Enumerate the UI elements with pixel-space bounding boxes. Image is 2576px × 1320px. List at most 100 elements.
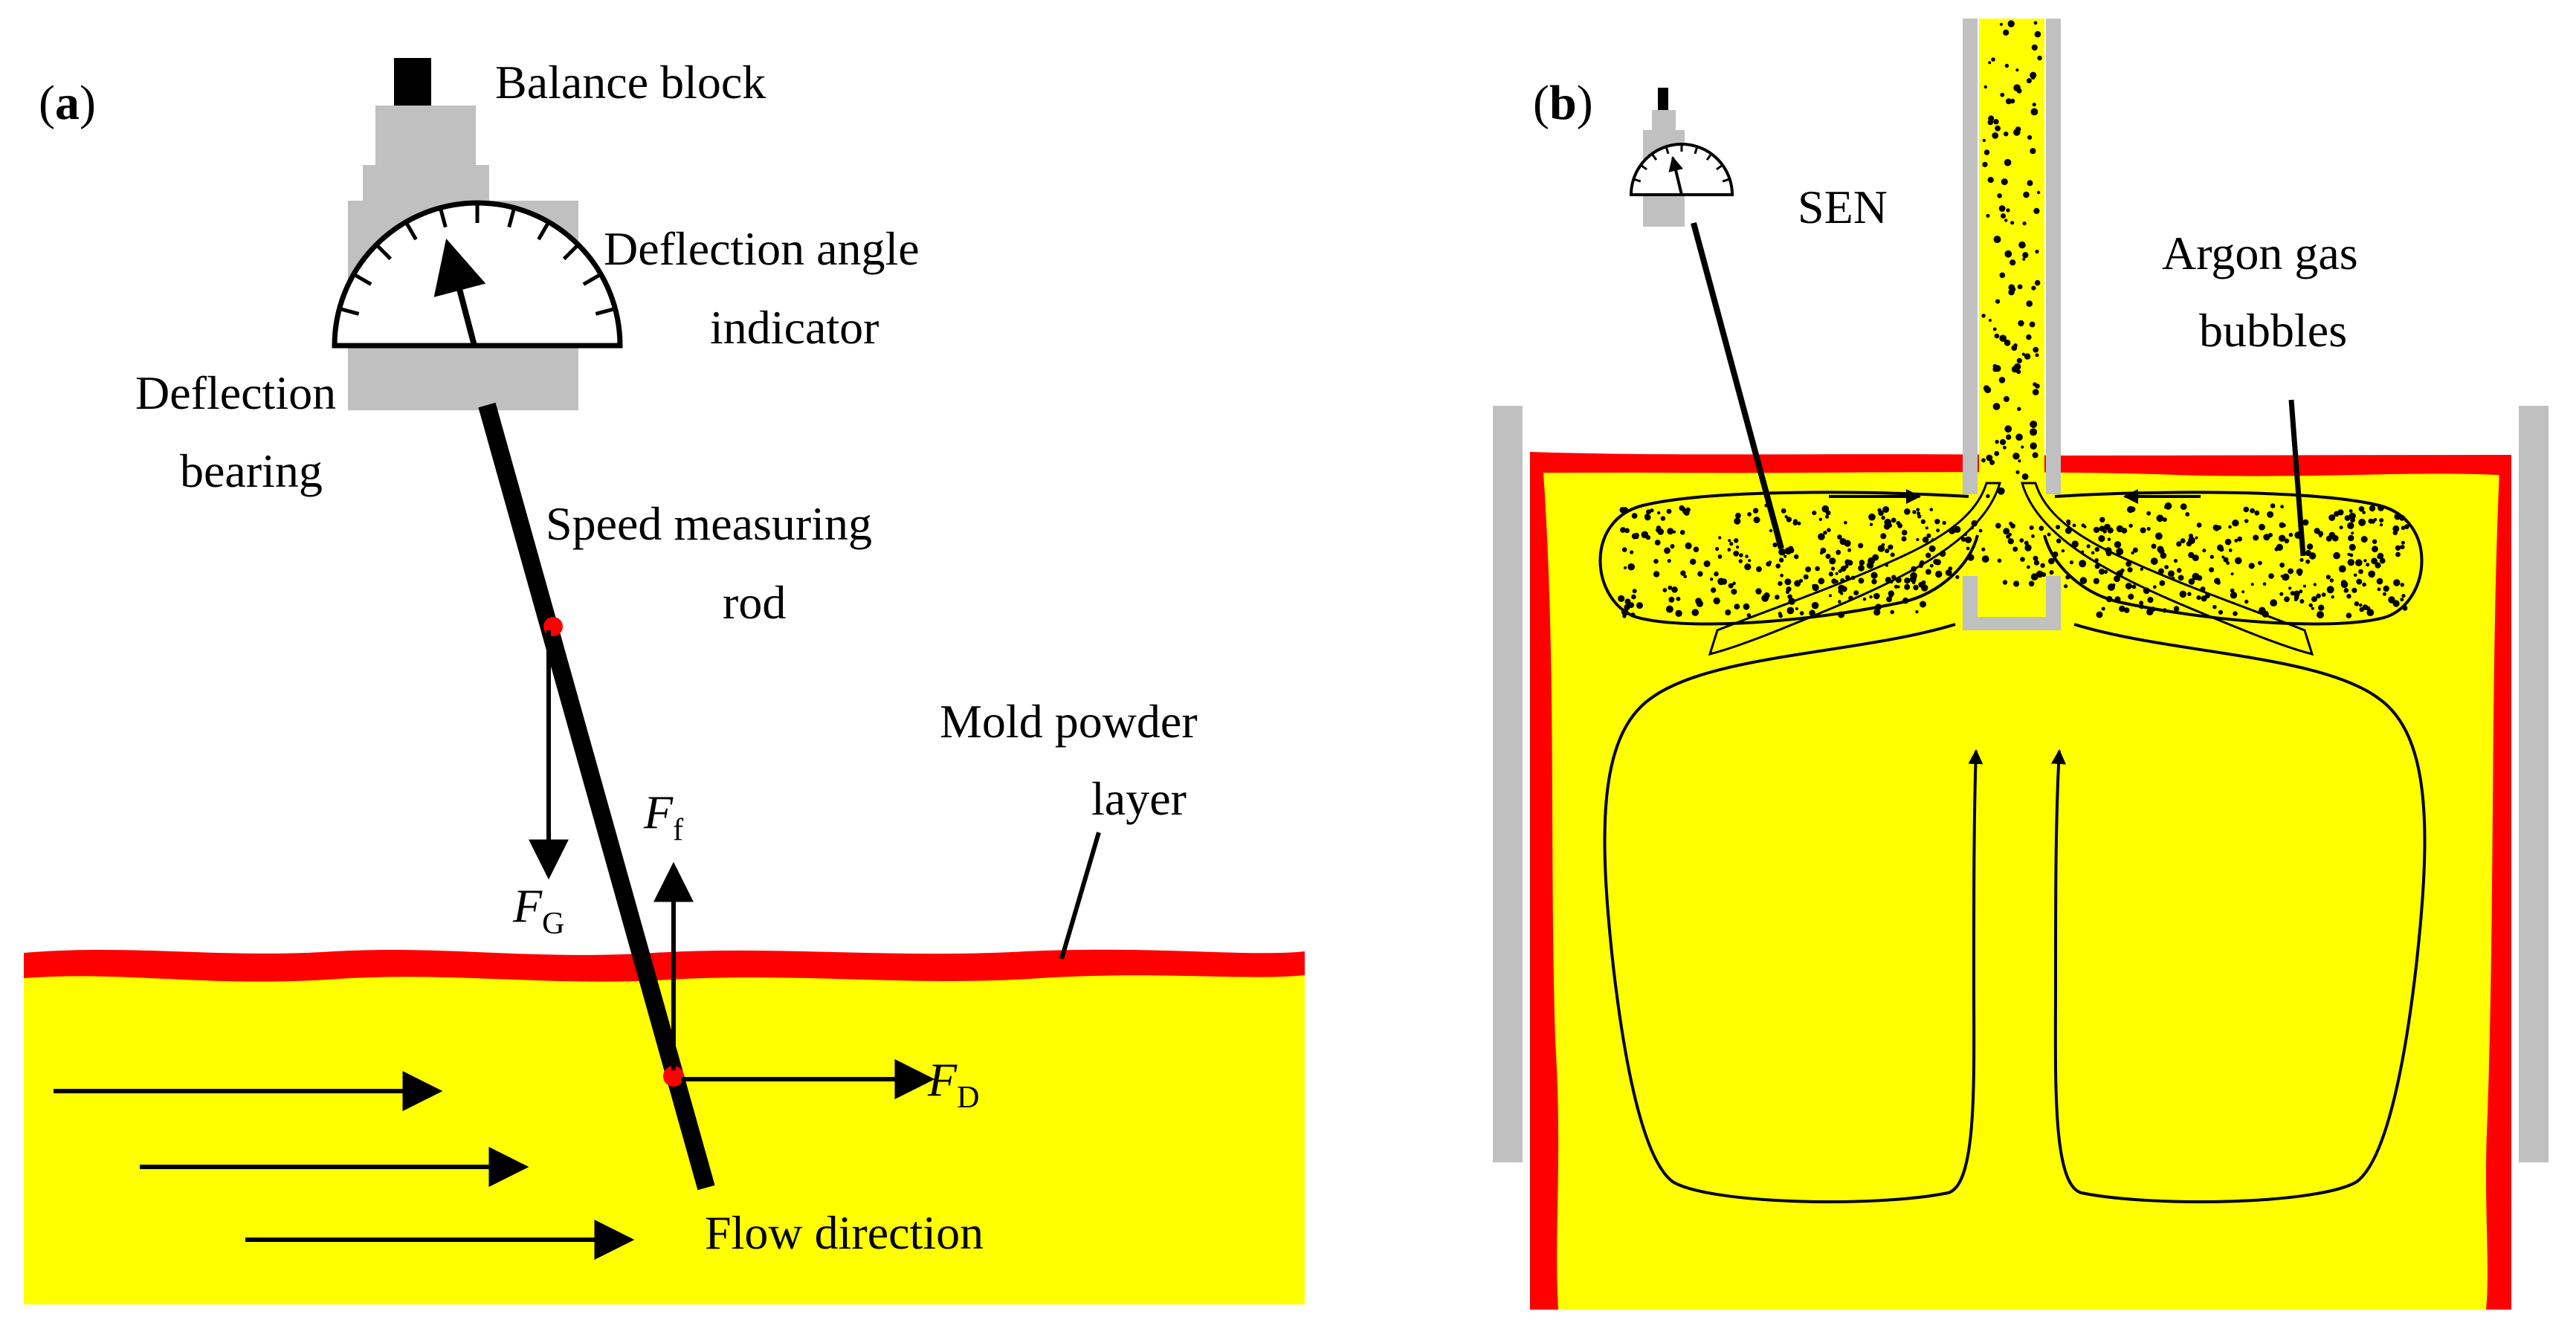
bubble-dot [2288, 586, 2292, 590]
bubble-dot [1733, 550, 1740, 557]
bubble-dot [1955, 575, 1960, 580]
bubble-dot [1739, 553, 1743, 557]
bubble-dot [1645, 534, 1651, 540]
bubble-dot [1986, 454, 1993, 462]
bubble-dot [1997, 193, 2002, 198]
bubble-dot [2016, 369, 2021, 375]
bubble-dot [2313, 583, 2317, 586]
bubble-dot [2020, 557, 2025, 562]
bubble-dot [2125, 583, 2132, 589]
bubble-dot [2404, 524, 2409, 529]
bubble-dot [2002, 580, 2008, 585]
bubble-dot [1646, 509, 1651, 515]
bubble-dot [2015, 68, 2019, 72]
bubble-dot [2337, 509, 2344, 516]
balance-block [375, 106, 476, 172]
bubble-dot [1982, 161, 1988, 167]
bubble-dot [1904, 578, 1911, 584]
bubble-dot [2344, 515, 2351, 521]
bubble-dot [2069, 560, 2074, 565]
dial-tick [1694, 146, 1699, 155]
bubble-dot [2146, 526, 2151, 531]
bubble-dot [1825, 514, 1829, 519]
bubble-dot [2354, 601, 2360, 606]
bubble-dot [1966, 546, 1970, 551]
bubble-dot [2030, 108, 2038, 116]
bubble-dot [1812, 511, 1817, 516]
dial-tick [1722, 178, 1731, 183]
bubble-dot [1734, 538, 1739, 543]
bubble-dot [2340, 580, 2349, 589]
bubble-dot [1624, 528, 1630, 534]
bubble-dot [1995, 125, 2001, 132]
bubble-dot [1812, 583, 1816, 588]
dial-tick [507, 207, 517, 228]
bubble-dot [1965, 536, 1972, 543]
bubble-dot [2268, 573, 2274, 579]
bubble-dot [1981, 555, 1989, 563]
bubble-dot [2311, 606, 2314, 610]
bubble-dot [1840, 566, 1847, 572]
bubble-dot [2188, 537, 2195, 544]
bubble-dot [1794, 580, 1801, 587]
bubble-dot [2318, 604, 2325, 611]
bubble-dot [2013, 580, 2020, 587]
bubble-dot [2017, 284, 2023, 290]
bubble-dot [2032, 452, 2038, 459]
bubble-dot [1735, 512, 1741, 519]
sen-nozzle [1963, 19, 2061, 630]
bubble-dot [2351, 531, 2354, 535]
bubble-dot [1778, 613, 1783, 618]
label-force-friction: Ff [643, 786, 683, 847]
bubble-dot [2132, 547, 2138, 553]
bubble-dot [2086, 544, 2091, 549]
bubble-dot [2004, 250, 2012, 258]
bubble-dot [1992, 132, 1999, 139]
bubble-dot [1922, 537, 1929, 543]
bubble-dot [1858, 564, 1865, 572]
bubble-dot [1840, 592, 1844, 595]
bubble-dot [2192, 554, 2199, 562]
bubble-dot [1748, 559, 1752, 563]
bubble-dot [2006, 534, 2011, 539]
bubble-dot [1818, 578, 1825, 585]
bubble-dot [1929, 508, 1934, 511]
label-force-drag: FD [927, 1053, 979, 1115]
bubble-dot [1838, 584, 1845, 592]
molten-steel-b [1543, 471, 2499, 1310]
bubble-dot [1624, 566, 1627, 569]
label-bearing: bearing [180, 444, 323, 497]
bubble-dot [2209, 554, 2214, 559]
bubble-dot [1886, 596, 1892, 603]
bubble-dot [2047, 532, 2051, 537]
bubble-dot [1670, 544, 1675, 549]
bubble-dot [1685, 542, 1692, 550]
bubble-dot [2152, 585, 2157, 589]
bubble-dot [1729, 542, 1734, 546]
bubble-dot [2140, 567, 2143, 571]
panel-b: (b) [1493, 19, 2548, 1310]
bubble-dot [2176, 541, 2182, 547]
bubble-dot [2056, 525, 2061, 530]
bubble-dot [1926, 533, 1931, 538]
bubble-dot [1918, 563, 1923, 569]
bubble-dot [1853, 590, 1859, 596]
bubble-dot [1850, 575, 1856, 580]
bubble-dot [2035, 249, 2039, 254]
bubble-dot [2027, 565, 2030, 569]
label-mold-powder: Mold powder [940, 695, 1198, 748]
bubble-dot [2022, 221, 2027, 226]
bubble-dot [2299, 557, 2304, 563]
bubble-dot [2116, 548, 2124, 556]
bubble-dot [1885, 549, 1890, 554]
bubble-dot [1766, 561, 1772, 567]
bubble-dot [2299, 589, 2303, 594]
bubble-dot [1873, 609, 1881, 616]
bubble-dot [2332, 534, 2339, 542]
bubble-dot [1929, 563, 1934, 568]
bubble-dot [1628, 602, 1635, 608]
bubble-dot [2400, 583, 2404, 587]
bubble-dot [1676, 596, 1681, 601]
bubble-dot [2072, 523, 2076, 528]
bubble-dot [1631, 513, 1638, 519]
